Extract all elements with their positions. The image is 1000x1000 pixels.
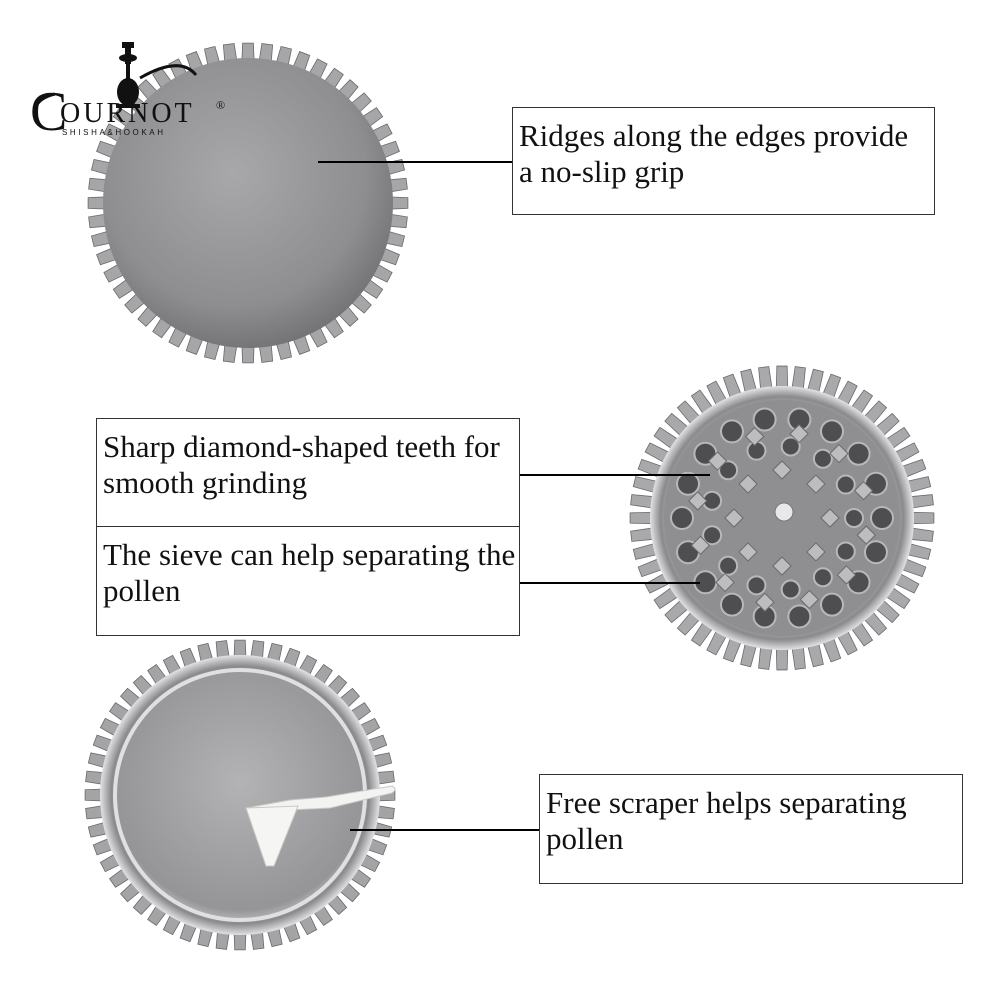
gear-tooth — [775, 647, 789, 671]
sieve-hole — [835, 541, 856, 562]
brand-initial: C — [30, 81, 68, 143]
brand-logo: C OURNOT ® SHISHA&HOOKAH — [30, 84, 230, 148]
hookah-icon — [33, 42, 198, 121]
gear-tooth — [630, 527, 655, 542]
gear-tooth — [775, 365, 789, 389]
sieve-hole — [820, 592, 844, 617]
diamond-tooth — [738, 542, 758, 562]
sieve-hole — [746, 440, 767, 461]
callout-scraper: Free scraper helps separating pollen — [539, 774, 963, 884]
diamond-tooth — [799, 589, 820, 610]
diamond-tooth — [820, 508, 840, 528]
sieve-hole — [844, 508, 864, 528]
gear-tooth — [911, 511, 935, 525]
middle-gear-teeth — [629, 365, 935, 671]
gear-tooth — [909, 494, 934, 509]
sieve-hole — [702, 525, 723, 546]
diamond-tooth — [688, 491, 708, 511]
diamond-tooth — [806, 474, 826, 494]
sieve-hole — [846, 441, 871, 466]
sieve-holes — [670, 407, 894, 629]
sieve-hole — [835, 474, 856, 495]
grinder-lid — [87, 42, 409, 364]
sieve-hole — [746, 575, 767, 596]
sieve-hole — [870, 506, 894, 530]
diamond-tooth — [772, 460, 792, 480]
diamond-tooth — [707, 451, 728, 471]
grinder-pollen-collector — [84, 639, 396, 951]
sieve-hole — [676, 471, 701, 496]
scraper-icon — [245, 785, 396, 867]
sieve-hole — [780, 436, 801, 457]
diamond-tooth — [836, 565, 857, 585]
sieve-hole — [863, 540, 888, 565]
sieve-hole — [780, 579, 801, 600]
diamond-tooth — [724, 508, 744, 528]
diamond-teeth — [688, 424, 876, 612]
diamond-tooth — [853, 480, 874, 501]
sieve-hole — [752, 407, 777, 432]
diamond-tooth — [789, 424, 809, 444]
sieve-hole — [670, 506, 694, 530]
diamond-tooth — [829, 443, 849, 464]
diamond-tooth — [690, 535, 711, 556]
sieve-hole — [718, 555, 739, 576]
diamond-tooth — [856, 525, 876, 545]
callout-teeth-text: Sharp diamond-shaped teeth for smooth gr… — [103, 429, 500, 500]
diamond-tooth — [744, 426, 765, 447]
gear-tooth — [909, 527, 934, 542]
sieve-hole — [812, 567, 833, 588]
diamond-tooth — [715, 572, 735, 593]
callout-scraper-text: Free scraper helps separating pollen — [546, 785, 907, 856]
brand-subtitle: SHISHA&HOOKAH — [62, 128, 166, 137]
sieve-hole — [720, 419, 744, 444]
callout-ridges-text: Ridges along the edges provide a no-slip… — [519, 118, 909, 189]
gear-tooth — [758, 366, 773, 391]
sieve-hole — [812, 448, 833, 469]
callout-ridges: Ridges along the edges provide a no-slip… — [512, 107, 935, 215]
leader-lines — [318, 161, 710, 831]
sieve-hole — [720, 592, 744, 617]
brand-name: OURNOT — [60, 98, 195, 129]
callout-sieve-text: The sieve can help separating the pollen — [103, 537, 516, 608]
diamond-tooth — [772, 556, 792, 576]
brand-registered-mark: ® — [216, 98, 226, 112]
gear-tooth — [630, 494, 655, 509]
diamond-tooth — [806, 542, 826, 562]
diamond-tooth — [738, 474, 758, 494]
gear-tooth — [758, 645, 773, 670]
diamond-tooth — [755, 592, 775, 612]
gear-tooth — [791, 645, 806, 670]
callout-teeth: Sharp diamond-shaped teeth for smooth gr… — [96, 418, 520, 528]
callout-sieve: The sieve can help separating the pollen — [96, 526, 520, 636]
gear-tooth — [791, 366, 806, 391]
sieve-hole — [718, 460, 739, 481]
sieve-hole — [787, 604, 812, 629]
sieve-hole — [820, 419, 844, 444]
gear-tooth — [629, 511, 653, 525]
grinder-teeth-chamber — [629, 365, 935, 671]
